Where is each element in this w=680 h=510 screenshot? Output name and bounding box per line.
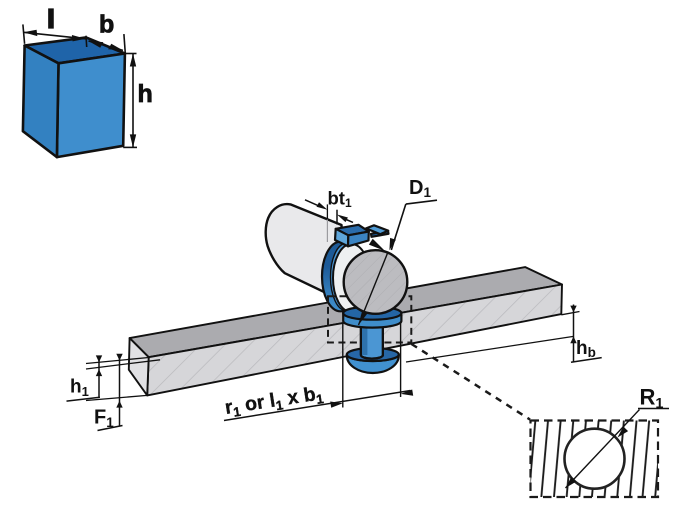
svg-text:h: h (138, 80, 153, 108)
svg-text:l: l (48, 6, 55, 34)
svg-text:b: b (99, 11, 114, 39)
